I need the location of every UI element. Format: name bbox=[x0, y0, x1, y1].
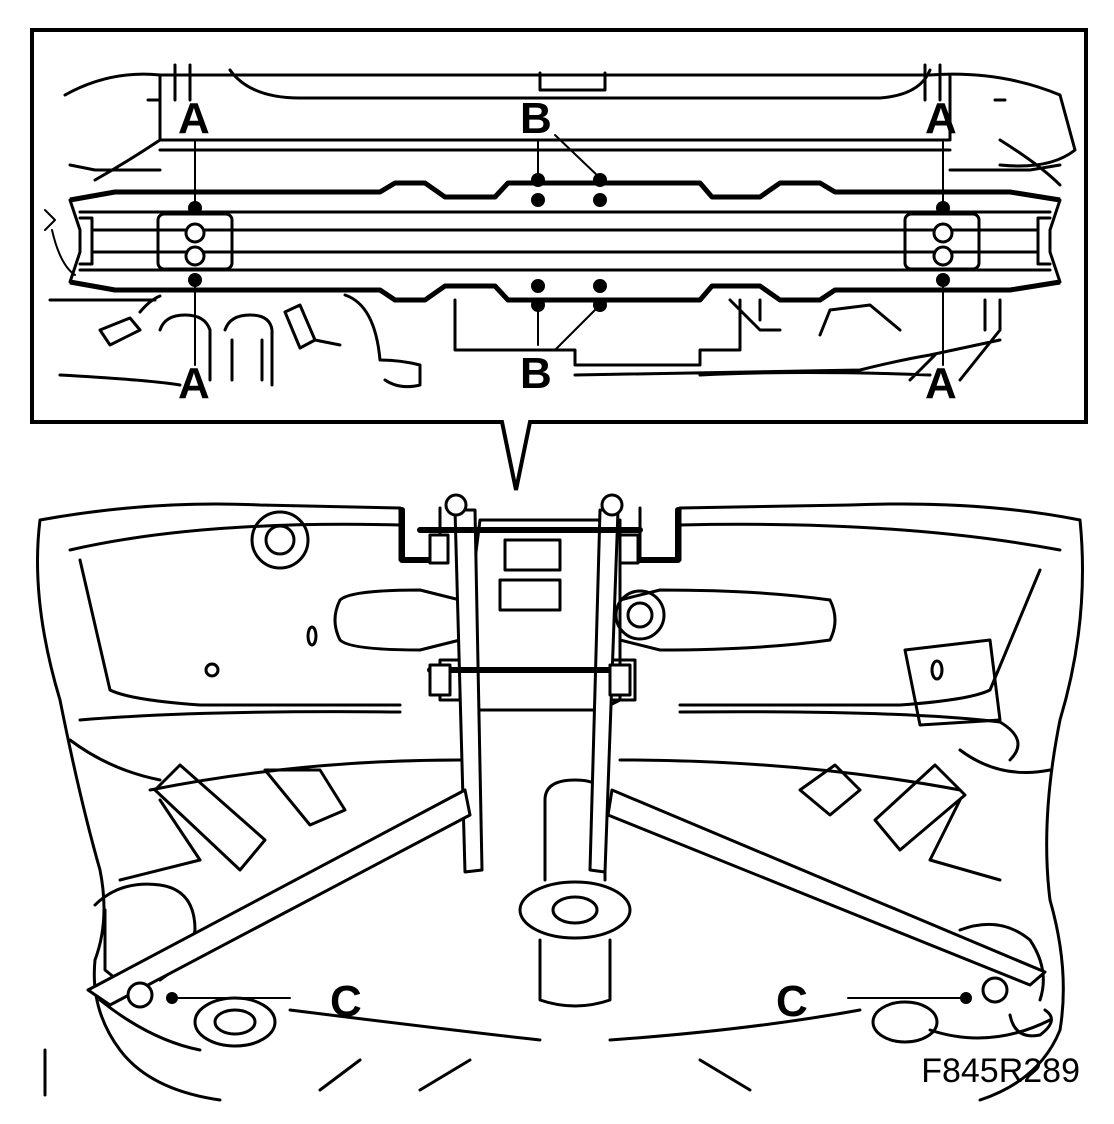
slot-hole-right bbox=[930, 659, 944, 681]
fixture-nut-mid-right bbox=[608, 663, 632, 697]
label-a-top-right: A bbox=[925, 94, 957, 143]
plug-center-inner bbox=[626, 601, 654, 629]
figure-code: F845R289 bbox=[921, 1052, 1080, 1090]
label-c-right: C bbox=[776, 977, 808, 1026]
socket-left-inner bbox=[213, 1008, 257, 1036]
center-socket-outer bbox=[518, 880, 632, 940]
reinforcement-right-end bbox=[1036, 198, 1062, 284]
fastener-group-a-left bbox=[184, 141, 206, 366]
bolt-a-upper-left bbox=[184, 222, 206, 244]
fastener-group-a-right bbox=[932, 141, 954, 366]
floor-contour bbox=[118, 758, 1002, 882]
label-b-top: B bbox=[520, 94, 552, 143]
pocket-left-2 bbox=[263, 768, 347, 827]
fixture-nut-top-left bbox=[428, 533, 450, 565]
fixture-nut-top-right bbox=[618, 533, 640, 565]
bolt-b-top-1b bbox=[531, 193, 545, 207]
fixture-crossbar bbox=[417, 527, 643, 673]
fixture-nut-mid-left bbox=[428, 663, 452, 697]
bolt-b-top-2 bbox=[593, 173, 607, 187]
underbody-overview: C C bbox=[36, 493, 1084, 1102]
plug-left-outer bbox=[250, 510, 310, 570]
pocket-left-1 bbox=[153, 763, 267, 872]
fixture-knob-left bbox=[444, 493, 468, 517]
bolt-b-bottom-2 bbox=[593, 298, 607, 312]
bolt-a-bottom-right bbox=[936, 273, 950, 287]
right-wheel-arch bbox=[958, 922, 1053, 1038]
socket-right-outer bbox=[871, 1000, 939, 1044]
bolt-b-bottom-1b bbox=[531, 279, 545, 293]
plug-left-inner bbox=[264, 524, 296, 556]
small-hole-left bbox=[204, 662, 220, 678]
rear-panel-upper bbox=[68, 522, 1062, 707]
body-outline bbox=[36, 502, 1084, 1102]
fixture-arm-left bbox=[86, 788, 472, 1007]
center-block-upper bbox=[503, 538, 562, 572]
label-c-left: C bbox=[330, 977, 362, 1026]
bolt-a-top-right bbox=[936, 201, 950, 215]
plug-center-outer bbox=[614, 589, 666, 641]
bolt-b-bottom-1 bbox=[531, 298, 545, 312]
fixture-leg-left bbox=[453, 508, 484, 874]
lower-edge bbox=[98, 998, 1052, 1092]
inset-frame bbox=[30, 28, 1088, 491]
fixture-arm-right bbox=[606, 788, 1047, 987]
leader-b-bottom-2 bbox=[554, 304, 601, 351]
inset-top-panel bbox=[63, 63, 1077, 187]
pocket-right-2 bbox=[873, 763, 967, 852]
leader-b-top-2 bbox=[554, 134, 601, 179]
bolt-a-lower-left bbox=[184, 245, 206, 267]
bolt-a-lower-right bbox=[932, 245, 954, 267]
side-channel-left bbox=[333, 588, 462, 652]
detail-inset: A A A A B B bbox=[30, 28, 1088, 491]
rear-panel-lower bbox=[68, 710, 1052, 782]
socket-left-outer bbox=[193, 996, 277, 1048]
label-b-bottom: B bbox=[520, 349, 552, 398]
bolt-a-upper-right bbox=[932, 222, 954, 244]
point-c-right bbox=[960, 992, 972, 1004]
bolt-a-top-left bbox=[188, 201, 202, 215]
fixture-pad-right bbox=[981, 976, 1009, 1004]
inset-lower-parts bbox=[48, 293, 1002, 389]
side-channel-right bbox=[618, 588, 837, 652]
center-block-lower bbox=[498, 578, 562, 612]
label-a-top-left: A bbox=[178, 94, 210, 143]
label-a-bottom-right: A bbox=[925, 359, 957, 408]
inset-mid-rail-upper bbox=[68, 148, 1062, 172]
fastener-group-b bbox=[531, 134, 607, 351]
pocket-right-1 bbox=[798, 763, 862, 817]
label-a-bottom-left: A bbox=[178, 359, 210, 408]
point-c-left bbox=[166, 992, 178, 1004]
center-socket-inner bbox=[551, 895, 599, 925]
bolt-b-top-2b bbox=[593, 193, 607, 207]
bolt-a-bottom-left bbox=[188, 273, 202, 287]
bracket-right bbox=[903, 638, 1002, 727]
slot-hole-left bbox=[306, 625, 318, 647]
bolt-b-top-1 bbox=[531, 173, 545, 187]
reinforcement-ribs bbox=[78, 210, 1052, 272]
bolt-b-bottom-2b bbox=[593, 279, 607, 293]
fixture-knob-right bbox=[600, 493, 624, 517]
left-edge-clip bbox=[44, 209, 76, 276]
reinforcement-left-end bbox=[68, 198, 94, 284]
support-fixture bbox=[86, 493, 1047, 1009]
fixture-pad-left bbox=[126, 981, 154, 1009]
